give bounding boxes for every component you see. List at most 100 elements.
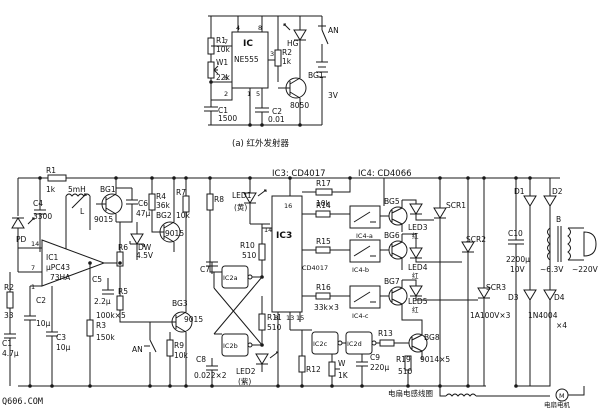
tx-bg1-part: 8050 xyxy=(290,101,309,110)
rx-r8-label: R8 xyxy=(214,195,224,204)
rx-r16-label: R16 xyxy=(316,283,331,292)
rx-bg2-label: BG2 xyxy=(156,211,172,220)
rx-ic3-part: CD4017 xyxy=(302,264,328,272)
rx-r15-label: R15 xyxy=(316,237,331,246)
rx-led5 xyxy=(409,285,423,297)
rx-c1-label: C1 xyxy=(2,339,12,348)
rx-resistor-r16 xyxy=(315,292,331,300)
rx-bg8-label: BG8 xyxy=(424,333,440,342)
rx-b-secondary: ~6.3V xyxy=(540,265,564,274)
rx-r9-value: 10k xyxy=(174,351,189,360)
rx-led4 xyxy=(409,247,423,259)
rx-c9-value: 220μ xyxy=(370,363,389,372)
rx-ic4b-label: IC4-b xyxy=(352,266,369,274)
rx-scr1-label: SCR1 xyxy=(446,201,466,210)
rx-diode-count: ×4 xyxy=(556,321,567,330)
rx-ic3-label: IC3 xyxy=(276,231,292,241)
tx-potentiometer-w1 xyxy=(207,61,215,79)
rx-pickup-coil-label: 电扇电感线圈 xyxy=(388,388,433,398)
rx-pd-label: PD xyxy=(16,235,27,244)
rx-photodiode-pd xyxy=(11,217,25,229)
rx-scr1 xyxy=(433,207,447,219)
rx-bg7-label: BG7 xyxy=(384,277,400,286)
tx-ic-part: NE555 xyxy=(234,55,259,64)
rx-c2-value: 10μ xyxy=(36,319,51,328)
rx-r19-label: R19 xyxy=(396,355,411,364)
tx-r2-label: R2 xyxy=(282,48,292,57)
rx-led3-label: LED3 xyxy=(408,223,428,232)
rx-d4-label: D4 xyxy=(554,293,565,302)
rx-led2-color: (紫) xyxy=(238,377,251,386)
rx-l-label: L xyxy=(80,207,85,216)
rx-ic4c-label: IC4-c xyxy=(352,312,369,320)
plug-icon xyxy=(583,231,597,257)
rx-r19-value: 510 xyxy=(398,367,413,376)
watermark: Q606.COM xyxy=(2,397,43,407)
rx-transformer-b xyxy=(547,227,551,261)
rx-c5-label: C5 xyxy=(92,275,102,284)
tx-c1-label: C1 xyxy=(218,106,228,115)
tx-bg1-label: BG1 xyxy=(308,71,324,80)
rx-r5-label: R5 xyxy=(118,287,128,296)
tx-pin-3: 3 xyxy=(270,50,274,58)
rx-r12-label: R12 xyxy=(306,365,321,374)
rx-bg6-label: BG6 xyxy=(384,231,400,240)
rx-w-value: 1K xyxy=(338,371,349,380)
rx-scr2-label: SCR2 xyxy=(466,235,486,244)
rx-scr-part: 1A100V×3 xyxy=(470,311,511,320)
rx-bg3-label: BG3 xyxy=(172,299,188,308)
rx-r4-value: 36k xyxy=(156,201,171,210)
rx-r16-value: 33k×3 xyxy=(314,303,339,312)
rx-led3 xyxy=(409,203,423,215)
rx-resistor-r11 xyxy=(258,313,266,331)
rx-bg1-part: 9015 xyxy=(94,215,113,224)
rx-switch-ic4c xyxy=(349,285,381,309)
rx-r2-value: 33 xyxy=(4,311,14,320)
rx-led2-label: LED2 xyxy=(236,367,256,376)
rx-ic1-part: μPC43 xyxy=(46,263,70,272)
rx-resistor-r7 xyxy=(182,195,190,213)
rx-resistor-r12 xyxy=(298,355,306,373)
rx-resistor-r13 xyxy=(379,339,395,347)
rx-ic1-amplifier xyxy=(41,239,106,287)
rx-resistor-r5 xyxy=(116,295,124,311)
rx-fan-motor-label: 电扇电机 xyxy=(544,400,571,408)
rx-an-label: AN xyxy=(132,345,143,354)
tx-c2-label: C2 xyxy=(272,107,282,116)
rx-c5-value: 2.2μ xyxy=(94,297,111,306)
rx-c8-label: C8 xyxy=(196,355,206,364)
rx-scr3-label: SCR3 xyxy=(486,283,506,292)
rx-potentiometer-w xyxy=(328,361,336,377)
rx-resistor-r3 xyxy=(86,319,94,337)
rx-diode-d3 xyxy=(523,289,537,301)
rx-r11-label: R11 xyxy=(267,313,282,322)
rx-resistor-r14 xyxy=(315,210,331,218)
rx-resistor-r1 xyxy=(47,174,67,182)
rx-led5-color: 红 xyxy=(412,305,419,314)
rx-r3-label: R3 xyxy=(96,321,106,330)
rx-switch-ic4a xyxy=(349,205,381,229)
rx-c4-label: C4 xyxy=(33,199,43,208)
rx-ic2b-label: IC2b xyxy=(223,342,238,350)
rx-ic3-cd4017 xyxy=(271,195,303,313)
rx-l-value: 5mH xyxy=(68,185,86,194)
rx-r10-value: 510 xyxy=(242,251,257,260)
rx-w-label: W xyxy=(338,359,346,368)
rx-ic3-pin14: 14 xyxy=(264,226,272,234)
rx-d1-label: D1 xyxy=(514,187,525,196)
rx-led5-label: LED5 xyxy=(408,297,428,306)
rx-ic1-pin1: 1 xyxy=(31,283,35,291)
rx-bg3-part: 9015 xyxy=(184,315,203,324)
rx-r9-label: R9 xyxy=(174,341,184,350)
rx-r4-label: R4 xyxy=(156,192,166,201)
rx-transistor-bg6 xyxy=(388,240,408,260)
rx-c3-label: C3 xyxy=(56,333,66,342)
rx-c9-label: C9 xyxy=(370,353,380,362)
tx-hg-label: HG xyxy=(287,39,299,48)
tx-ic-name: IC xyxy=(243,39,253,49)
rx-led2 xyxy=(255,353,269,365)
rx-c6-label: C6 xyxy=(138,199,148,208)
rx-pickup-coil xyxy=(445,393,477,397)
tx-resistor-r2 xyxy=(274,49,282,67)
